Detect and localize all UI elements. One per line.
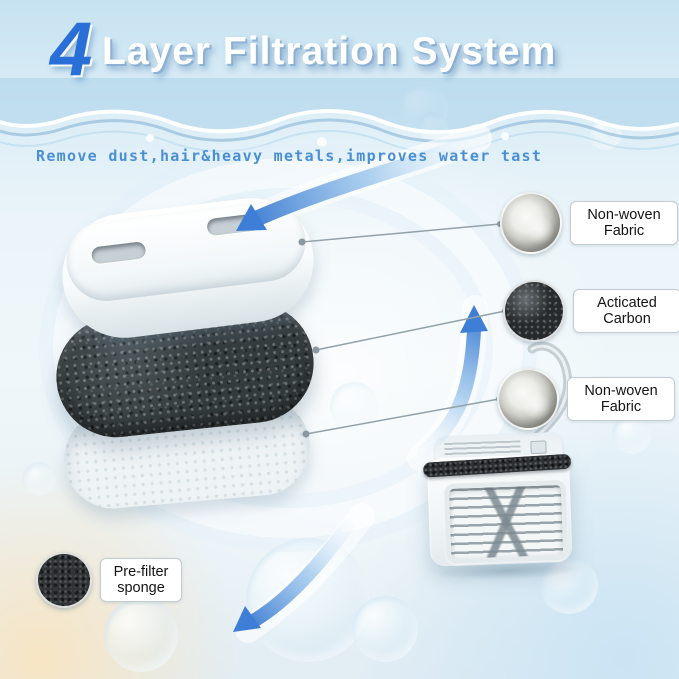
callout-label-fabric-bottom: Non-woven Fabric: [567, 377, 675, 421]
water-droplet: [146, 134, 154, 142]
arrow-right-head: [460, 305, 488, 333]
bubble: [104, 598, 178, 672]
arrow-top-head: [236, 204, 267, 231]
arrow-bottom-head: [233, 606, 261, 632]
title-number: 4: [50, 7, 93, 92]
wave-fill: [0, 78, 679, 133]
callout-label-sponge: Pre-filter sponge: [100, 558, 182, 602]
activated-carbon-swatch-icon: [503, 280, 565, 342]
callout-label-carbon: Acticated Carbon: [573, 289, 679, 333]
sponge-swatch-icon: [36, 552, 92, 608]
arrow-right-shaft: [417, 323, 481, 459]
wave-crest-faint: [0, 130, 679, 154]
water-droplet: [501, 132, 509, 140]
callout-fabric-bottom: Non-woven Fabric: [497, 368, 675, 430]
page-title: Layer Filtration System: [102, 30, 557, 73]
wave-crest-blue: [0, 118, 679, 143]
callout-fabric-top: Non-woven Fabric: [500, 192, 678, 254]
callout-prefilter-sponge: Pre-filter sponge: [36, 552, 182, 608]
cotton-swatch-icon: [500, 192, 562, 254]
callout-label-fabric-top: Non-woven Fabric: [570, 201, 678, 245]
arrow-bottom-shaft: [248, 519, 355, 627]
connector-dot: [302, 430, 310, 438]
connector-fabric-top: [301, 223, 501, 243]
water-droplet: [317, 137, 327, 147]
water-wave: [0, 78, 679, 154]
callout-carbon: Acticated Carbon: [503, 280, 679, 342]
arrow-top-shaft: [250, 134, 480, 226]
cotton-swatch-icon: [497, 368, 559, 430]
bubble: [22, 462, 56, 496]
connector-dot: [298, 238, 306, 246]
wave-crest-white: [0, 109, 679, 135]
tagline: Remove dust,hair&heavy metals,improves w…: [36, 147, 543, 165]
connector-carbon: [315, 310, 506, 351]
connector-fabric-bottom: [305, 398, 500, 435]
bubble: [352, 596, 418, 662]
connector-dot: [312, 346, 320, 354]
